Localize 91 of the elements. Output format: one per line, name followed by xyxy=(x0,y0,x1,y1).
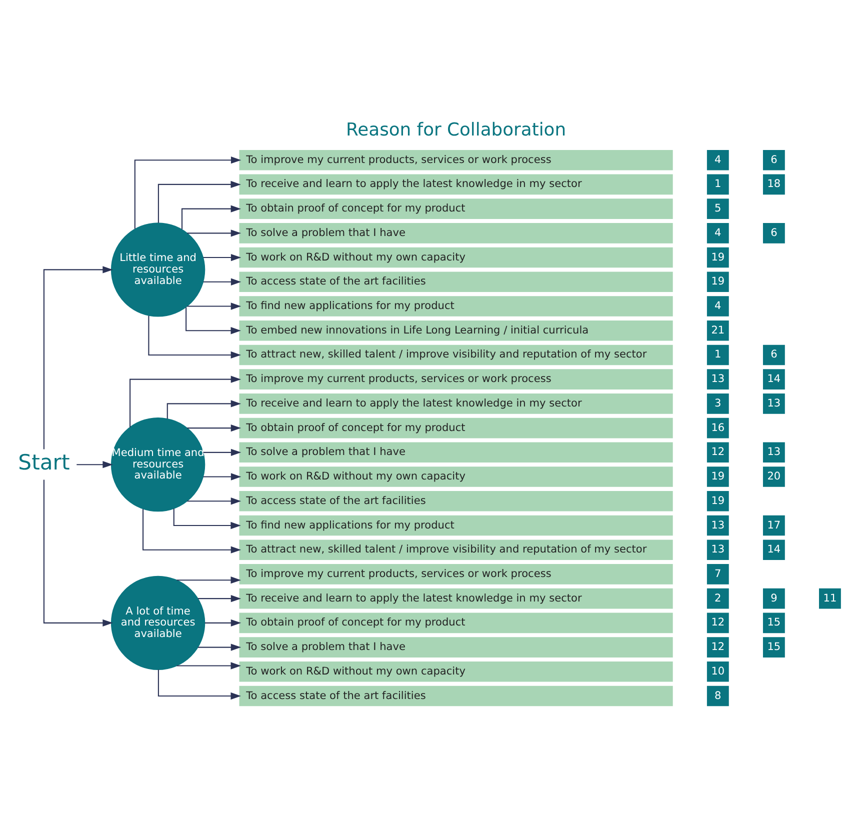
arrow xyxy=(187,498,242,505)
node-text: Start xyxy=(18,450,70,475)
arrow xyxy=(203,448,242,456)
node-box: To find new applications for my product xyxy=(239,296,673,316)
node-box: 14 xyxy=(762,369,785,390)
node-box: 15 xyxy=(762,637,785,658)
arrow xyxy=(187,230,242,237)
node-box: 5 xyxy=(706,198,729,219)
arrow xyxy=(187,424,242,432)
node-box: 8 xyxy=(706,686,729,706)
node-box: To receive and learn to apply the latest knowledge in my sector xyxy=(239,394,673,414)
node-box: 1 xyxy=(706,174,729,195)
node-box: 2 xyxy=(706,588,729,609)
arrow xyxy=(158,180,241,223)
arrow xyxy=(198,644,242,651)
node-box: To access state of the art facilities xyxy=(239,686,673,706)
arrow xyxy=(142,508,242,554)
node-box: 4 xyxy=(706,223,729,244)
node-box: 13 xyxy=(762,442,785,463)
arrow xyxy=(204,619,242,627)
node-box: 13 xyxy=(706,369,729,390)
node-box: 19 xyxy=(706,272,729,292)
node-box: To obtain proof of concept for my product xyxy=(239,198,673,219)
node-box: 13 xyxy=(762,394,785,414)
arrow xyxy=(166,400,242,419)
arrow xyxy=(176,662,241,670)
node-box: 9 xyxy=(762,588,785,609)
node-circle: Little time and resources available xyxy=(110,222,206,317)
node-box: 19 xyxy=(706,247,729,268)
node-box: To receive and learn to apply the latest knowledge in my sector xyxy=(239,174,673,195)
node-box: 12 xyxy=(706,637,729,658)
node-box: 20 xyxy=(762,466,785,487)
node-box: 17 xyxy=(762,515,785,536)
node-box: 4 xyxy=(706,150,729,170)
node-box: 6 xyxy=(762,344,785,366)
node-box: To obtain proof of concept for my product xyxy=(239,612,673,634)
node-box: 11 xyxy=(819,588,841,609)
node-box: 6 xyxy=(762,150,785,170)
node-box: 4 xyxy=(706,296,729,316)
node-box: To improve my current products, services or work process xyxy=(239,150,673,170)
arrow xyxy=(173,508,241,530)
node-box: To access state of the art facilities xyxy=(239,272,673,292)
node-box: To solve a problem that I have xyxy=(239,637,673,658)
node-circle: A lot of time and resources available xyxy=(110,576,206,670)
node-box: To solve a problem that I have xyxy=(239,223,673,244)
arrow xyxy=(203,254,242,262)
node-box: 14 xyxy=(762,540,785,560)
node-box: 6 xyxy=(762,223,785,244)
arrow xyxy=(187,302,242,310)
arrow xyxy=(176,576,241,584)
arrow xyxy=(43,480,113,627)
arrow xyxy=(158,670,241,700)
node-box: 13 xyxy=(706,515,729,536)
arrow xyxy=(134,156,242,229)
node-box: To work on R&D without my own capacity xyxy=(239,466,673,487)
node-box: To improve my current products, services or work process xyxy=(239,369,673,390)
arrow xyxy=(43,266,113,450)
arrow xyxy=(76,461,113,468)
node-box: 19 xyxy=(706,490,729,512)
node-box: 12 xyxy=(706,442,729,463)
arrow xyxy=(203,278,242,286)
node-box: 15 xyxy=(762,612,785,634)
node-box: To solve a problem that I have xyxy=(239,442,673,463)
node-box: To work on R&D without my own capacity xyxy=(239,662,673,682)
node-box: 10 xyxy=(706,662,729,682)
node-box: To improve my current products, services or work process xyxy=(239,564,673,584)
node-box: To receive and learn to apply the latest knowledge in my sector xyxy=(239,588,673,609)
node-box: To obtain proof of concept for my product xyxy=(239,418,673,438)
node-circle: Medium time and resources available xyxy=(110,418,206,512)
node-box: 16 xyxy=(706,418,729,438)
node-box: 18 xyxy=(762,174,785,195)
arrow xyxy=(130,376,242,428)
arrow xyxy=(181,205,242,230)
arrow xyxy=(203,473,242,480)
node-box: 7 xyxy=(706,564,729,584)
node-box: 19 xyxy=(706,466,729,487)
node-box: To find new applications for my product xyxy=(239,515,673,536)
node-box: 21 xyxy=(706,320,729,341)
node-box: To embed new innovations in Life Long Learning / initial curricula xyxy=(239,320,673,341)
node-box: To attract new, skilled talent / improve visibility and reputation of my sector xyxy=(239,344,673,366)
node-box: To access state of the art facilities xyxy=(239,490,673,512)
node-box: 1 xyxy=(706,344,729,366)
node-box: To work on R&D without my own capacity xyxy=(239,247,673,268)
node-box: 12 xyxy=(706,612,729,634)
arrow xyxy=(186,307,241,334)
node-box: 13 xyxy=(706,540,729,560)
node-box: To attract new, skilled talent / improve visibility and reputation of my sector xyxy=(239,540,673,560)
label: Reason for Collaboration xyxy=(346,119,566,140)
node-box: 3 xyxy=(706,394,729,414)
arrow xyxy=(148,316,242,359)
arrow xyxy=(198,594,242,602)
